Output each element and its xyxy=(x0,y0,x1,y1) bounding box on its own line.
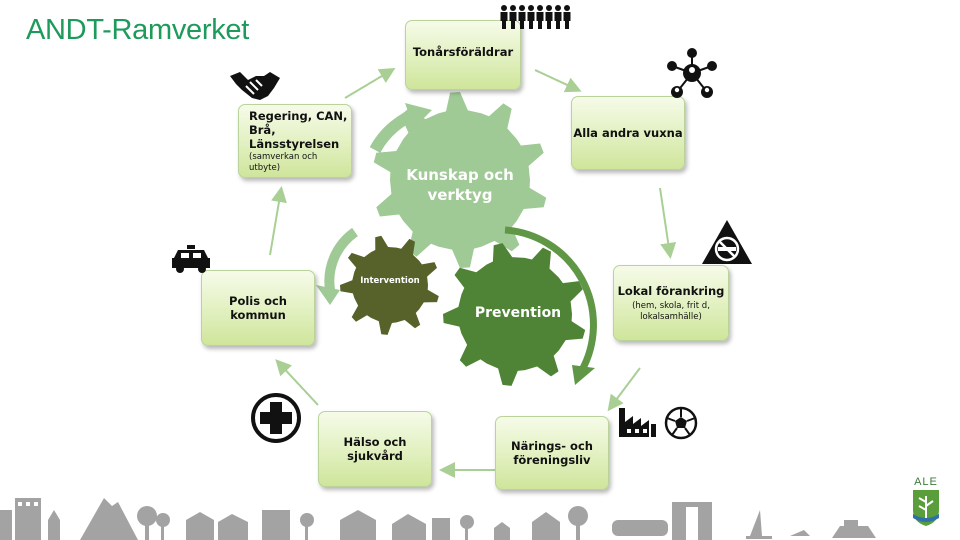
ale-logo: ALE xyxy=(908,476,944,533)
cycle-arrow-2 xyxy=(535,70,578,90)
box-halso-sjukvard-title: Hälso och sjukvård xyxy=(344,435,407,463)
network-icon xyxy=(663,46,721,100)
box-halso-sjukvard: Hälso och sjukvård xyxy=(318,411,432,487)
gear-small-label: Intervention xyxy=(350,276,430,286)
cycle-arrow-3 xyxy=(660,188,670,255)
gear-large-label: Kunskap och verktyg xyxy=(395,165,525,205)
box-tonarsforaldrar-title: Tonårsföräldrar xyxy=(413,45,513,59)
box-alla-andra-vuxna-title: Alla andra vuxna xyxy=(573,126,682,140)
football-icon xyxy=(664,406,698,440)
gear-medium-label: Prevention xyxy=(463,305,573,321)
box-polis-kommun-title: Polis och kommun xyxy=(229,294,287,322)
box-regering-title: Regering, CAN, Brå, Länsstyrelsen xyxy=(249,109,351,151)
box-narings-foreningsliv: Närings- och föreningsliv xyxy=(495,416,609,490)
ale-logo-emblem xyxy=(909,488,943,528)
medical-cross-icon xyxy=(250,392,302,444)
box-lokal-forankring-title: Lokal förankring xyxy=(618,284,725,298)
rotation-arrow-left-head xyxy=(316,285,340,305)
rotation-arrow-right-head xyxy=(572,365,595,385)
box-lokal-forankring-sub: (hem, skola, frit d, lokalsamhälle) xyxy=(632,301,710,323)
cycle-arrow-4 xyxy=(610,368,640,408)
factory-icon xyxy=(617,404,657,438)
cycle-arrow-1 xyxy=(345,70,392,98)
people-group-icon xyxy=(500,4,576,30)
box-regering-sub: (samverkan och utbyte) xyxy=(249,152,351,174)
box-lokal-forankring: Lokal förankring (hem, skola, frit d, lo… xyxy=(613,265,729,341)
no-smoking-icon xyxy=(700,218,754,266)
handshake-icon xyxy=(228,68,282,104)
box-tonarsforaldrar: Tonårsföräldrar xyxy=(405,20,521,90)
box-alla-andra-vuxna: Alla andra vuxna xyxy=(571,96,685,170)
box-narings-foreningsliv-title: Närings- och föreningsliv xyxy=(511,439,593,467)
box-regering: Regering, CAN, Brå, Länsstyrelsen (samve… xyxy=(238,104,352,178)
ale-logo-text: ALE xyxy=(908,476,944,488)
footer-skyline xyxy=(0,480,900,540)
car-icon xyxy=(170,244,212,274)
box-polis-kommun: Polis och kommun xyxy=(201,270,315,346)
cycle-arrow-7 xyxy=(270,190,281,255)
